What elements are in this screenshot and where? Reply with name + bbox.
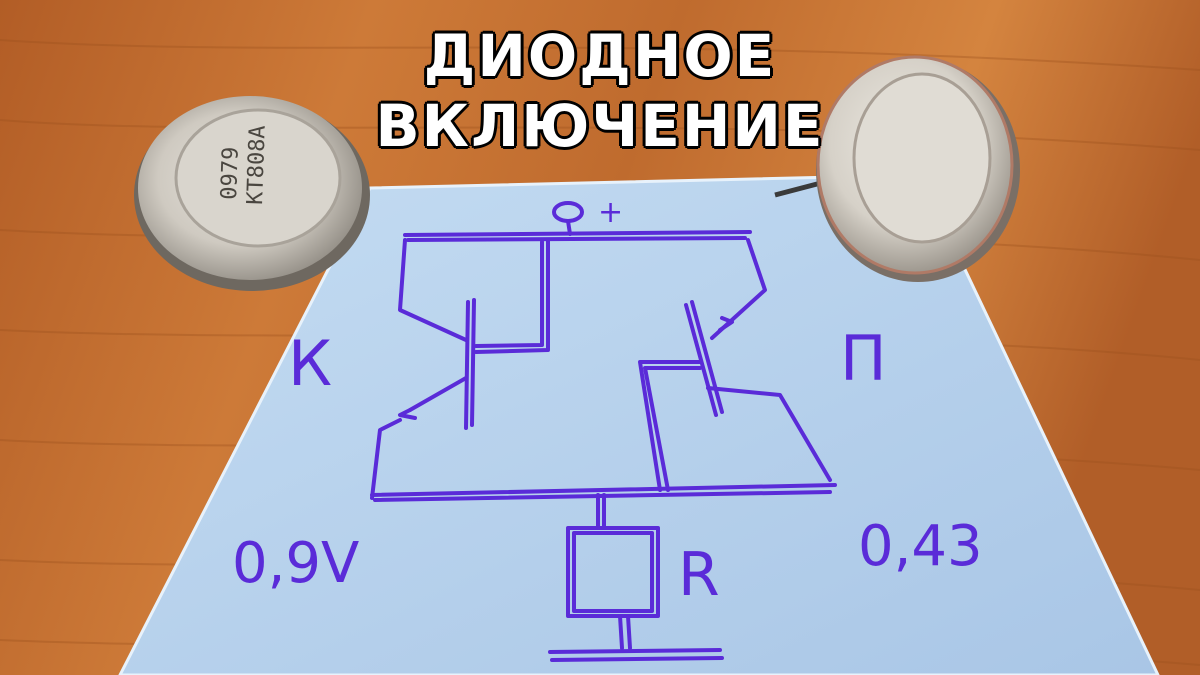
title-line-2: ВКЛЮЧЕНИЕ (375, 92, 825, 160)
schematic-sketch (370, 201, 837, 662)
label-right: П (840, 322, 887, 395)
transistor-left: КТ808А 0979 (134, 96, 370, 291)
svg-text:КТ808А: КТ808А (243, 125, 271, 205)
paper-sheet (118, 173, 1160, 675)
voltage-right: 0,43 (858, 514, 983, 579)
label-left: К (288, 327, 332, 400)
label-resistor: R (678, 540, 720, 610)
title-line-1: ДИОДНОЕ (423, 22, 777, 90)
voltage-left: 0,9V (232, 531, 359, 596)
transistor-right (774, 55, 1020, 282)
plus-label: + (598, 195, 623, 230)
svg-text:0979: 0979 (217, 146, 244, 200)
